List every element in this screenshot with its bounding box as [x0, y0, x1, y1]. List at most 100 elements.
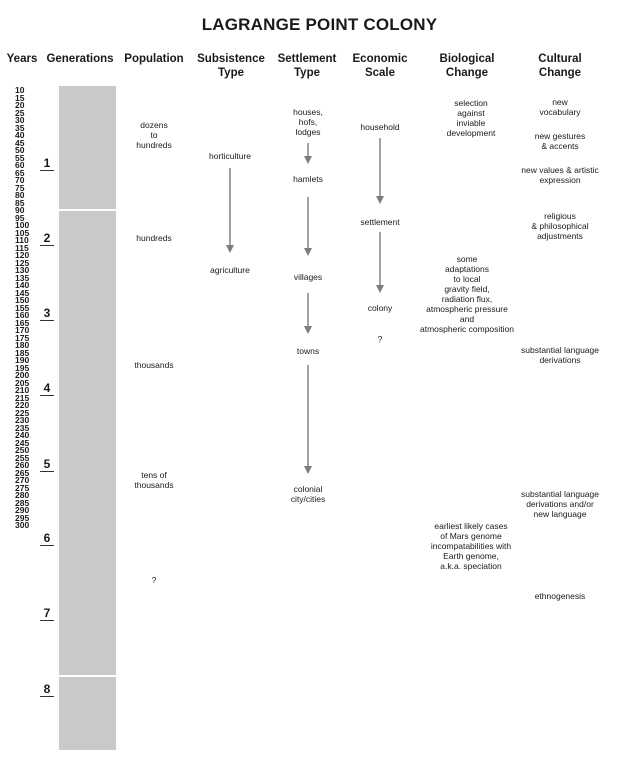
generation-label: 7 — [40, 606, 54, 621]
generation-label: 4 — [40, 381, 54, 396]
year-label: 65 — [15, 167, 25, 178]
year-label: 105 — [15, 227, 30, 238]
year-label: 290 — [15, 505, 30, 515]
generation-divider — [59, 209, 116, 211]
generation-label: 5 — [40, 457, 54, 472]
population-entry: ? — [151, 575, 157, 585]
year-label: 85 — [15, 197, 25, 208]
year-label: 75 — [15, 182, 25, 193]
settlement-entry: houses, hofs, lodges — [293, 107, 323, 137]
population-entry: tens of thousands — [134, 470, 174, 490]
year-label: 235 — [15, 422, 30, 433]
year-label: 245 — [15, 437, 30, 448]
settlement-entry: towns — [296, 346, 320, 356]
year-label: 250 — [15, 445, 30, 455]
cultural-entry: religious & philosophical adjustments — [531, 211, 589, 241]
header-economic-scale: Economic Scale — [352, 53, 408, 79]
generation-label: 8 — [40, 682, 54, 697]
year-label: 125 — [15, 257, 30, 268]
year-label: 150 — [15, 295, 30, 305]
year-label: 220 — [15, 400, 30, 410]
year-label: 170 — [15, 325, 30, 335]
subsistence-entry: agriculture — [210, 265, 250, 275]
year-label: 40 — [15, 130, 25, 140]
year-label: 110 — [15, 235, 29, 245]
year-label: 295 — [15, 512, 30, 523]
year-label: 100 — [15, 220, 30, 230]
year-label: 130 — [15, 265, 30, 275]
year-label: 35 — [15, 122, 25, 133]
year-label: 70 — [15, 175, 25, 185]
cultural-entry: ethnogenesis — [534, 591, 586, 601]
year-label: 195 — [15, 362, 30, 373]
year-label: 255 — [15, 452, 30, 463]
year-label: 260 — [15, 460, 30, 470]
year-label: 285 — [15, 497, 30, 508]
economic-entry: household — [360, 122, 400, 132]
year-label: 145 — [15, 287, 30, 298]
settlement-entry: villages — [293, 272, 323, 282]
year-label: 230 — [15, 415, 30, 425]
year-label: 155 — [15, 302, 30, 313]
biological-entry: earliest likely cases of Mars genome inc… — [430, 521, 512, 571]
cultural-entry: substantial language derivations — [521, 345, 599, 365]
year-label: 25 — [15, 107, 25, 118]
header-biological-change: Biological Change — [439, 53, 495, 79]
population-entry: hundreds — [136, 233, 172, 243]
year-label: 15 — [15, 92, 25, 103]
year-label: 270 — [15, 475, 30, 485]
year-label: 55 — [15, 152, 25, 163]
generation-label: 2 — [40, 231, 54, 246]
economic-entry: ? — [377, 334, 383, 344]
cultural-entry: new vocabulary — [539, 97, 581, 117]
year-label: 180 — [15, 340, 30, 350]
year-label: 300 — [15, 520, 30, 530]
year-label: 190 — [15, 355, 30, 365]
year-label: 240 — [15, 430, 30, 440]
generation-label: 3 — [40, 306, 54, 321]
generations-bar — [59, 86, 116, 750]
generation-divider — [59, 675, 116, 677]
year-label: 200 — [15, 370, 30, 380]
generation-label: 6 — [40, 531, 54, 546]
header-population: Population — [124, 53, 184, 65]
subsistence-entry: horticulture — [208, 151, 252, 161]
biological-entry: selection against inviable development — [446, 98, 496, 138]
year-label: 275 — [15, 482, 30, 493]
year-label: 115 — [15, 242, 29, 253]
year-label: 140 — [15, 280, 30, 290]
year-label: 210 — [15, 385, 30, 395]
year-label: 10 — [15, 85, 25, 95]
year-label: 20 — [15, 100, 25, 110]
year-label: 120 — [15, 250, 30, 260]
population-entry: thousands — [134, 360, 174, 370]
header-settlement-type: Settlement Type — [277, 53, 337, 79]
year-label: 60 — [15, 160, 25, 170]
year-label: 165 — [15, 317, 30, 328]
economic-entry: settlement — [360, 217, 400, 227]
generation-label: 1 — [40, 156, 54, 171]
economic-entry: colony — [367, 303, 393, 313]
year-label: 80 — [15, 190, 25, 200]
settlement-entry: colonial city/cities — [290, 484, 326, 504]
cultural-entry: new gestures & accents — [534, 131, 586, 151]
year-label: 175 — [15, 332, 30, 343]
settlement-entry: hamlets — [293, 174, 323, 184]
header-generations: Generations — [46, 53, 114, 65]
header-subsistence-type: Subsistence Type — [197, 53, 265, 79]
year-label: 30 — [15, 115, 25, 125]
year-label: 185 — [15, 347, 30, 358]
year-label: 50 — [15, 145, 25, 155]
year-label: 280 — [15, 490, 30, 500]
population-entry: dozens to hundreds — [136, 120, 172, 150]
year-label: 215 — [15, 392, 30, 403]
diagram-title: LAGRANGE POINT COLONY — [201, 15, 438, 34]
cultural-entry: new values & artistic expression — [521, 165, 599, 185]
cultural-entry: substantial language derivations and/or … — [521, 489, 599, 519]
year-label: 90 — [15, 205, 25, 215]
header-years: Years — [6, 53, 38, 65]
year-label: 95 — [15, 212, 25, 223]
year-label: 225 — [15, 407, 30, 418]
year-label: 265 — [15, 467, 30, 478]
